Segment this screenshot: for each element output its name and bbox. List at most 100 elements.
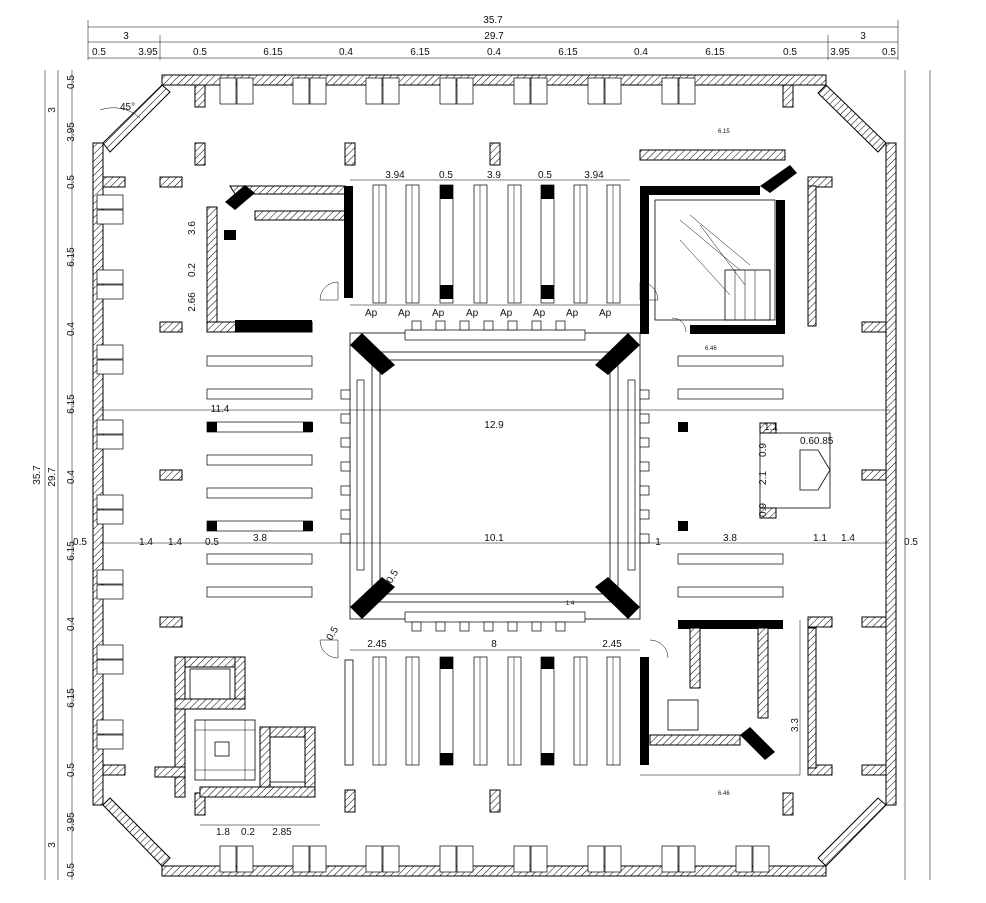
angle-indicator: 45° [99, 102, 141, 119]
top-book-stacks: 3.94 0.5 3.9 0.5 3.94 [350, 170, 630, 304]
bottom-book-stacks: 2.45 8 2.45 [344, 639, 640, 766]
overall-width-label: 35.7 [483, 15, 503, 26]
carrel [96, 644, 124, 675]
right-small-room: 1.1 0.60.85 0.9 2.1 0.9 [758, 422, 834, 519]
stack [439, 184, 454, 304]
dim-label: 2.45 [367, 639, 387, 650]
seg-label: 6.15 [66, 394, 77, 414]
seg-label: 6.15 [705, 47, 725, 58]
carrel [661, 845, 696, 873]
seg-label: 6.15 [66, 688, 77, 708]
carrel [96, 719, 124, 750]
carrel [365, 845, 400, 873]
seg-label: 0.4 [66, 322, 77, 336]
span-label: 11.4 [211, 404, 230, 415]
seg-label: 3.95 [138, 47, 158, 58]
stack-dim: 3.94 [385, 170, 405, 181]
carrel [96, 419, 124, 450]
stack-dim: 3.94 [584, 170, 604, 181]
dim-label: 2.85 [272, 827, 292, 838]
top-right-bay-label: 3 [860, 31, 866, 42]
carrel [96, 269, 124, 300]
seg-label: 3.95 [66, 122, 77, 142]
dim-label: 3.6 [187, 221, 198, 235]
dim-label: 2.1 [758, 471, 769, 485]
stack [372, 656, 387, 766]
stack [439, 656, 454, 766]
overall-height-label: 35.7 [32, 465, 43, 485]
dim-label: 1.4 [168, 537, 182, 548]
right-dimensions: 1.1 1.4 0.5 1 [655, 70, 931, 880]
carrel [96, 194, 124, 225]
seg-label: 0.4 [339, 47, 353, 58]
seg-label: 0.5 [92, 47, 106, 58]
carrel [292, 77, 327, 105]
northwest-room [206, 185, 353, 333]
carrel [219, 77, 254, 105]
dim-label: 1.1 [764, 422, 778, 433]
dim-label: 2.66 [187, 292, 198, 312]
left-reading-tables: 3.8 [206, 355, 313, 598]
carrel [292, 845, 327, 873]
seg-label: 0.4 [66, 470, 77, 484]
stack-dim: 0.5 [538, 170, 552, 181]
stack [606, 184, 621, 304]
stack [606, 656, 621, 766]
dim-label: 0.9 [758, 503, 769, 517]
stair-flight [654, 199, 776, 321]
stack [405, 184, 420, 304]
dim-label: 0.9 [758, 443, 769, 457]
carrel [513, 77, 548, 105]
carrel [219, 845, 254, 873]
dim-label: 6.15 [718, 129, 730, 135]
right-reading-tables: 3.8 [677, 355, 784, 598]
ap-label: Ap [533, 308, 546, 319]
seg-label: 6.15 [66, 247, 77, 267]
southeast-room: 3.3 [640, 620, 801, 776]
seg-label: 6.15 [263, 47, 283, 58]
dim-label: 1.8 [216, 827, 230, 838]
court-seats [340, 320, 650, 632]
seg-label: 0.5 [66, 863, 77, 877]
outer-walls [92, 74, 897, 877]
carrel [587, 845, 622, 873]
bottom-bay-label: 3 [47, 842, 58, 848]
dim-label: 0.5 [904, 537, 918, 548]
dim-label: 1.4 [139, 537, 153, 548]
stack [507, 656, 522, 766]
seg-label: 0.4 [634, 47, 648, 58]
carrel [365, 77, 400, 105]
stack [540, 656, 555, 766]
seg-label: 6.15 [558, 47, 578, 58]
carrel [735, 845, 770, 873]
stack [507, 184, 522, 304]
carrel [587, 77, 622, 105]
left-segment-labels: 0.5 3.95 0.5 6.15 0.4 6.15 0.4 6.15 0.4 … [66, 75, 77, 877]
ap-label: Ap [599, 308, 612, 319]
top-left-bay-label: 3 [123, 31, 129, 42]
dim-label: 6.46 [705, 346, 717, 352]
seg-label: 0.5 [193, 47, 207, 58]
ap-label: Ap [365, 308, 378, 319]
stack [473, 656, 488, 766]
left-room-dims: 3.6 0.2 2.66 [187, 221, 198, 312]
bottom-carrels [219, 845, 770, 873]
seg-label: 0.5 [66, 763, 77, 777]
stack [405, 656, 420, 766]
central-court: 11.4 12.9 10.1 [100, 320, 890, 632]
access-points: Ap Ap Ap Ap Ap Ap Ap Ap [350, 304, 640, 319]
stack [540, 184, 555, 304]
court-width-label: 12.9 [484, 420, 504, 431]
carrel [439, 845, 474, 873]
court-inner-label: 10.1 [484, 533, 504, 544]
southwest-stair-core: 1.8 0.2 2.85 [154, 656, 320, 838]
carrel [96, 569, 124, 600]
left-carrels [96, 194, 124, 750]
seg-label: 3.95 [66, 812, 77, 832]
seg-label: 6.15 [66, 541, 77, 561]
east-room: 6.46 6.46 [705, 185, 817, 797]
northeast-stair-room: 6.15 [639, 129, 797, 334]
carrel [96, 494, 124, 525]
left-dimensions: 35.7 29.7 3 3 0.5 3.95 0.5 6.15 0.4 6.15… [32, 70, 77, 880]
